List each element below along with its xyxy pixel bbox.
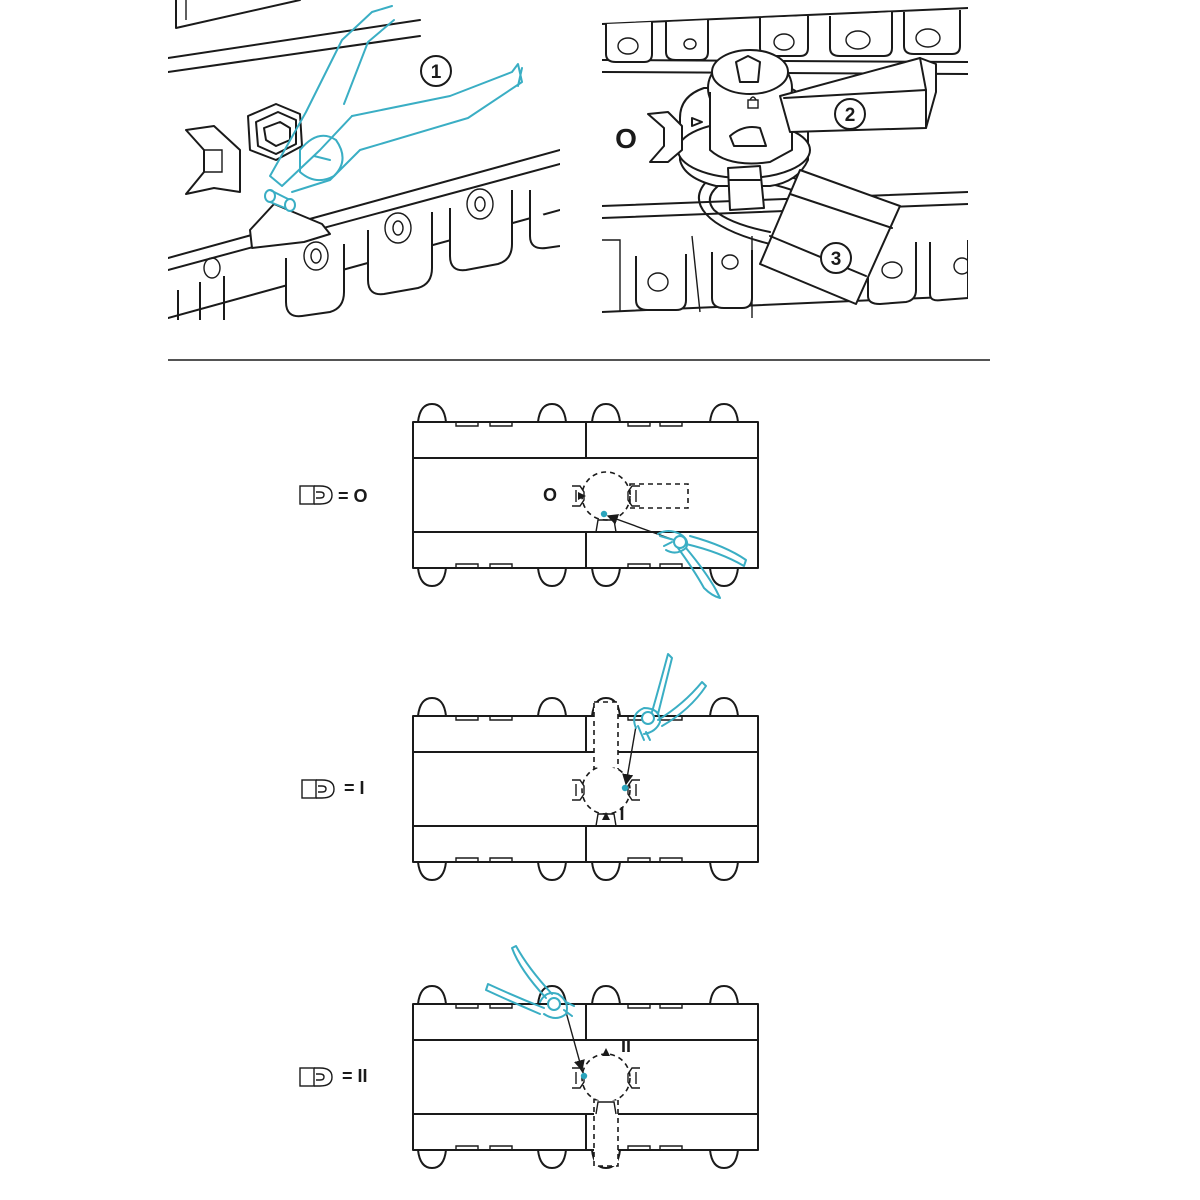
padlock-legend — [299, 485, 333, 505]
top-right-illustration: 2 3 — [602, 7, 968, 318]
callout-1 — [420, 55, 452, 87]
pliers-icon — [485, 945, 575, 1019]
rail-outline — [412, 403, 759, 587]
panel-off: O = O — [299, 403, 759, 599]
back-terminal-lugs — [605, 10, 961, 63]
padlock-legend — [301, 779, 335, 799]
rail-outline — [412, 985, 759, 1169]
position-label: I — [619, 804, 624, 824]
padlock-legend — [299, 1067, 333, 1087]
seal-hole — [580, 1072, 588, 1080]
legend-equation: = II — [342, 1066, 368, 1086]
panel-on-ii: II = II — [299, 945, 759, 1169]
padlock-icon — [759, 169, 901, 305]
arrow-indicator-icon — [578, 492, 586, 500]
position-label: II — [621, 1036, 631, 1056]
handle-outline — [629, 483, 689, 509]
front-terminal-lugs — [602, 235, 968, 318]
terminal-lugs — [177, 188, 560, 320]
panel-on-i: I = I — [301, 653, 759, 881]
top-left-illustration: 1 — [168, 0, 560, 320]
seal-hole — [621, 784, 629, 792]
callout-3 — [820, 242, 852, 274]
top-right-position-label: O — [615, 123, 637, 154]
rotary-handle — [677, 49, 937, 187]
callout-1-text: 1 — [431, 62, 442, 83]
position-label: O — [543, 485, 557, 505]
legend-equation: = O — [338, 486, 368, 506]
pliers-icon — [269, 5, 523, 193]
arrow-indicator-icon — [602, 1048, 610, 1056]
arrow-indicator-icon — [602, 812, 610, 820]
knob-outline — [581, 1053, 631, 1103]
callout-2 — [834, 98, 866, 130]
seal-hole — [600, 510, 608, 518]
pliers-icon — [633, 653, 707, 741]
legend-equation: = I — [344, 778, 365, 798]
callout-2-text: 2 — [845, 105, 856, 126]
pliers-icon — [657, 530, 747, 599]
callout-3-text: 3 — [831, 249, 842, 270]
